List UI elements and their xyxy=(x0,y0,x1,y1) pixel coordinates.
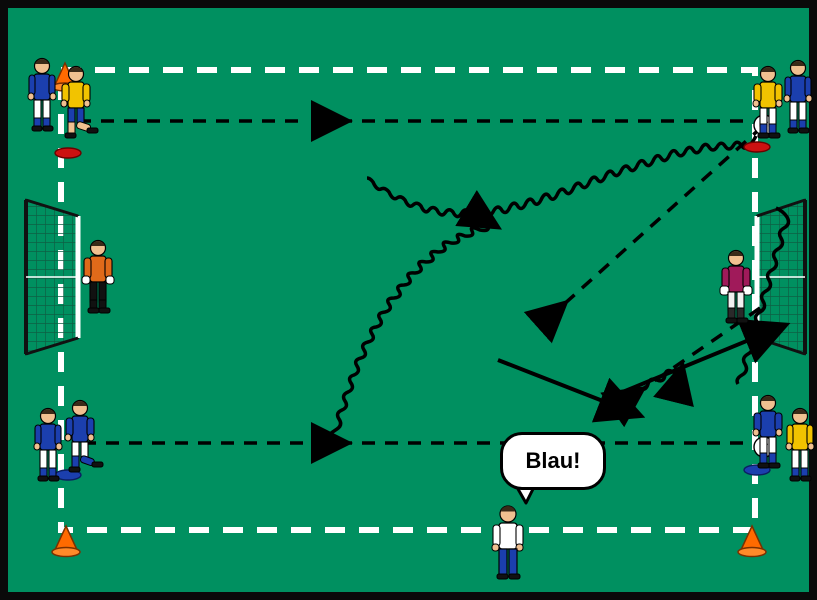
speech-bubble-text: Blau! xyxy=(525,448,581,473)
cone-disc-left-upper xyxy=(54,147,82,159)
player-blue-bottom-left-1 xyxy=(33,407,63,482)
cone-bottom-right xyxy=(737,524,767,558)
cone-bottom-left xyxy=(51,524,81,558)
solid-run-left-mid xyxy=(497,358,646,423)
coach-speech-bubble: Blau! xyxy=(500,432,606,490)
player-yellow-top-left-2 xyxy=(60,65,99,139)
player-blue-top-left-1 xyxy=(27,57,57,132)
player-yellow-bottom-right-2 xyxy=(785,407,815,482)
wave-dribble-mid xyxy=(326,189,503,438)
dashed-diagonal-upper xyxy=(523,124,765,344)
coach-figure xyxy=(491,505,524,580)
wave-dribble-top xyxy=(366,135,758,219)
pitch-surface: Blau! xyxy=(8,8,815,592)
goal-left xyxy=(24,198,81,356)
wave-dribble-right-small xyxy=(619,361,694,408)
player-blue-bottom-left-2 xyxy=(64,399,104,473)
cone-disc-right-upper xyxy=(743,141,771,153)
movement-arrows xyxy=(78,100,791,464)
goalkeeper-right xyxy=(719,249,753,324)
goalkeeper-left xyxy=(81,239,115,314)
player-blue-bottom-right-1 xyxy=(752,394,783,469)
player-blue-top-right-2 xyxy=(783,59,813,134)
wave-dribble-right-vertical xyxy=(735,206,791,385)
player-yellow-top-right-1 xyxy=(752,65,783,139)
